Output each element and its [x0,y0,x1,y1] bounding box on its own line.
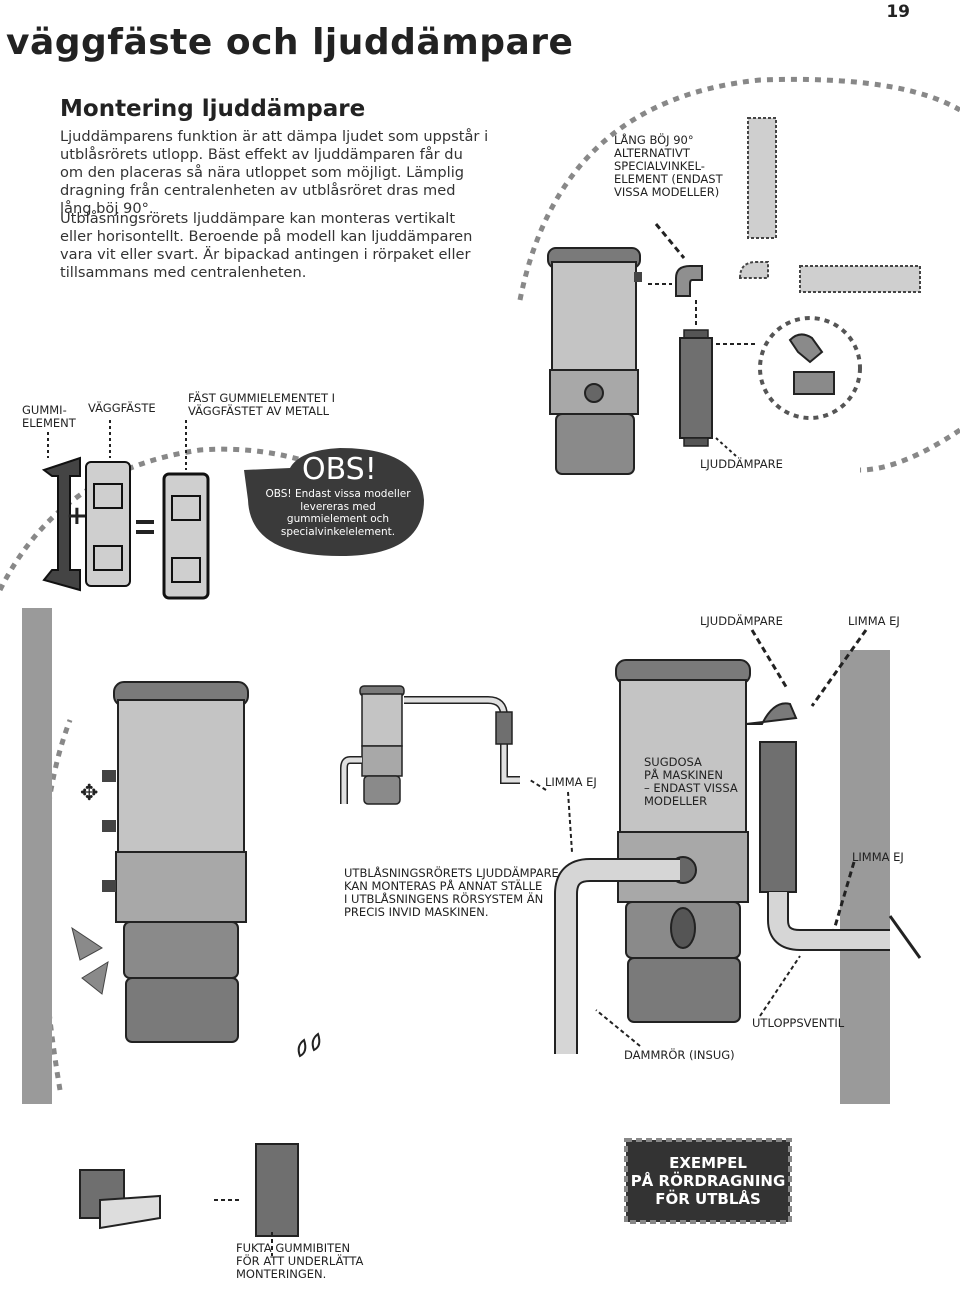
small-unit-example [340,685,520,805]
label-vaggfaste: VÄGGFÄSTE [88,401,156,415]
dashed-arc-left [0,446,331,592]
label-ljuddampare-top: LJUDDÄMPARE [700,457,783,471]
long-bend-vertical [747,117,777,239]
label-utblasningsrorets: UTBLÅSNINGSRÖRETS LJUDDÄMPARE KAN MONTER… [344,866,559,919]
long-bend-horizontal [799,265,921,293]
central-unit-right [615,659,751,1023]
exempel-text: EXEMPEL PÅ RÖRDRAGNING FÖR UTBLÅS [630,1154,786,1208]
label-limma-ej-mid: LIMMA EJ [545,775,597,789]
label-gummielement: GUMMI- ELEMENT [22,403,76,430]
arrow-label-ljuddampare [715,437,737,457]
plus-sign: + [66,501,88,531]
elbow-pipe [675,265,703,297]
mounting-paragraph: Utblåsningsrörets ljuddämpare kan monter… [60,210,473,281]
svg-text:✥: ✥ [80,781,98,806]
step-wall-mount-2 [255,1143,299,1237]
water-drops [297,1032,321,1058]
bracket-arrows: ✥ [71,781,109,995]
page-number: 19 [886,2,910,22]
label-ljuddampare-bottom: LJUDDÄMPARE [700,614,783,628]
exhaust-pipe-right [745,702,922,959]
label-utloppsventil: UTLOPPSVENTIL [752,1016,845,1030]
section-title: Montering ljuddämpare [60,96,366,122]
arrow-bend-to-elbow [654,223,686,259]
step-wall-mount-1 [79,1169,161,1230]
dust-pipe-intake [554,858,680,1054]
label-dammror: DAMMRÖR (INSUG) [624,1048,735,1062]
label-limma-ej-top: LIMMA EJ [848,614,900,628]
central-unit-top [547,247,642,475]
special-angle-element [758,316,862,420]
rubber-element [41,456,81,592]
page-title: väggfäste och ljuddämpare [6,22,574,63]
label-fukta: FUKTA GUMMIBITEN FÖR ATT UNDERLÄTTA MONT… [236,1241,364,1281]
intro-paragraph: Ljuddämparens funktion är att dämpa ljud… [60,128,489,217]
label-sugdosa: SUGDOSA PÅ MASKINEN – ENDAST VISSA MODEL… [644,755,738,808]
muffler-vertical [679,329,713,447]
central-unit-bottom [102,681,249,1043]
left-wall [22,608,52,1104]
exempel-box [624,1138,792,1224]
long-bend-elbow [738,261,769,279]
equals-sign [136,520,154,534]
obs-text: OBS! Endast vissa modeller levereras med… [265,488,411,538]
label-lang-boj: LÅNG BÖJ 90° ALTERNATIVT SPECIALVINKEL- … [614,133,723,199]
wall-bracket [85,461,131,587]
dashed-arc-right [859,427,960,473]
label-limma-ej-right: LIMMA EJ [852,850,904,864]
label-fast-gummi: FÄST GUMMIELEMENTET I VÄGGFÄSTET AV META… [188,391,336,418]
obs-bubble [244,448,424,556]
right-wall [840,650,890,1104]
obs-heading: OBS! [302,452,377,487]
assembled-bracket [162,472,210,600]
